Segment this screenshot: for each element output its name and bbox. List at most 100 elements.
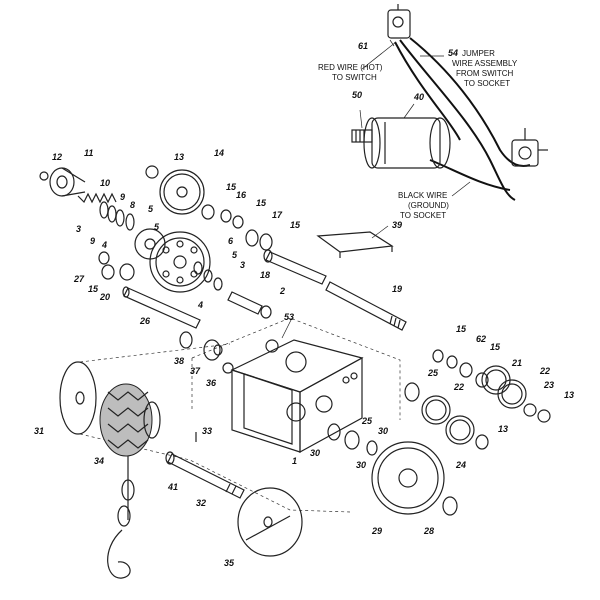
callout-62: 62 (476, 334, 486, 344)
callout-3-a: 3 (76, 224, 81, 234)
callout-15-e: 15 (456, 324, 467, 334)
callout-61: 61 (358, 41, 368, 51)
callout-1: 1 (292, 456, 297, 466)
callout-22-b: 22 (453, 382, 464, 392)
gear-part-7 (149, 231, 211, 293)
switch-part-61 (387, 4, 411, 39)
motor-pinion-part-50 (351, 129, 373, 143)
gear-part-22-upper (497, 379, 527, 409)
callout-22-a: 22 (539, 366, 550, 376)
callout-33: 33 (202, 426, 212, 436)
shaft-part-18 (263, 249, 327, 285)
sprocket-part-14 (159, 169, 205, 215)
callout-26: 26 (139, 316, 151, 326)
bearings-left-of-frame (179, 331, 279, 374)
disc-part-31 (59, 361, 97, 435)
jumper-note-line-3: FROM SWITCH (456, 69, 514, 78)
callout-27: 27 (73, 274, 85, 284)
callout-53: 53 (284, 312, 294, 322)
gear-part-6 (134, 228, 166, 260)
callout-31: 31 (34, 426, 44, 436)
callout-17: 17 (272, 210, 283, 220)
part-callouts: 61 54 50 40 39 12 11 13 14 10 9 8 5 3 9 … (34, 41, 574, 568)
callout-41: 41 (167, 482, 178, 492)
end-cap-part-11 (49, 167, 86, 197)
wiring (394, 37, 531, 201)
nut-part-12 (39, 171, 49, 181)
cable-drum-part-34 (99, 383, 161, 457)
callout-15-a: 15 (226, 182, 237, 192)
callout-18: 18 (260, 270, 270, 280)
disc-part-35 (237, 487, 303, 557)
callout-25-b: 25 (361, 416, 373, 426)
callout-3-b: 3 (240, 260, 245, 270)
bracket-part-39 (316, 231, 394, 258)
leader-lines (281, 39, 471, 339)
shaft-part-19 (325, 281, 407, 331)
callout-13-b: 13 (564, 390, 574, 400)
bolt-part-2 (227, 291, 272, 319)
callout-15-c: 15 (290, 220, 301, 230)
callout-15-b: 15 (256, 198, 267, 208)
washers-upper-right (201, 204, 273, 251)
callout-10: 10 (100, 178, 110, 188)
callout-11: 11 (84, 148, 93, 158)
black-wire-note-line-3: TO SOCKET (400, 211, 446, 220)
callout-19: 19 (392, 284, 402, 294)
callout-12: 12 (52, 152, 62, 162)
nut-part-13 (145, 165, 159, 179)
callout-16: 16 (236, 190, 247, 200)
jumper-note-line-1: JUMPER (462, 49, 495, 58)
cable-with-hook (107, 456, 135, 579)
callout-30-c: 30 (356, 460, 366, 470)
shaft-part-26 (122, 286, 201, 329)
callout-32: 32 (196, 498, 206, 508)
callout-4-a: 4 (101, 240, 107, 250)
callout-40: 40 (413, 92, 424, 102)
black-wire-note-line-2: (GROUND) (408, 201, 449, 210)
callout-54: 54 (448, 48, 458, 58)
callout-5-c: 5 (232, 250, 238, 260)
gear-part-21 (481, 365, 511, 395)
callout-5-b: 5 (154, 222, 160, 232)
callout-34: 34 (94, 456, 104, 466)
callout-5-a: 5 (148, 204, 154, 214)
callout-30-a: 30 (378, 426, 388, 436)
callout-8: 8 (130, 200, 135, 210)
callout-39: 39 (392, 220, 402, 230)
wiring-notes: JUMPER WIRE ASSEMBLY FROM SWITCH TO SOCK… (318, 49, 518, 220)
washers-left (98, 201, 223, 291)
callout-13-c: 13 (498, 424, 508, 434)
motor-part-40 (363, 117, 451, 169)
frame-box-dashes (191, 317, 401, 420)
jumper-note-line-2: WIRE ASSEMBLY (452, 59, 518, 68)
socket (511, 128, 548, 167)
callout-15-f: 15 (490, 342, 501, 352)
shaft-part-32 (165, 451, 245, 499)
spacer-washers-right (327, 349, 489, 516)
gear-part-22 (421, 395, 451, 425)
callout-23: 23 (543, 380, 554, 390)
spring-part-10 (77, 192, 117, 204)
callout-30-b: 30 (310, 448, 320, 458)
callout-50: 50 (352, 90, 362, 100)
callout-25-a: 25 (427, 368, 439, 378)
callout-15-d: 15 (88, 284, 99, 294)
red-wire-note-line-1: RED WIRE (HOT) (318, 63, 383, 72)
callout-28: 28 (423, 526, 434, 536)
callout-6: 6 (228, 236, 234, 246)
callout-36: 36 (206, 378, 217, 388)
callout-37: 37 (190, 366, 201, 376)
callout-4-b: 4 (197, 300, 203, 310)
callout-13-top: 13 (174, 152, 184, 162)
callout-14: 14 (214, 148, 224, 158)
callout-38: 38 (174, 356, 184, 366)
callout-24: 24 (455, 460, 466, 470)
callout-29: 29 (371, 526, 382, 536)
black-wire-note-line-1: BLACK WIRE (398, 191, 447, 200)
red-wire-note-line-2: TO SWITCH (332, 73, 377, 82)
callout-9-b: 9 (90, 236, 95, 246)
callout-21: 21 (511, 358, 522, 368)
callout-35: 35 (224, 558, 235, 568)
